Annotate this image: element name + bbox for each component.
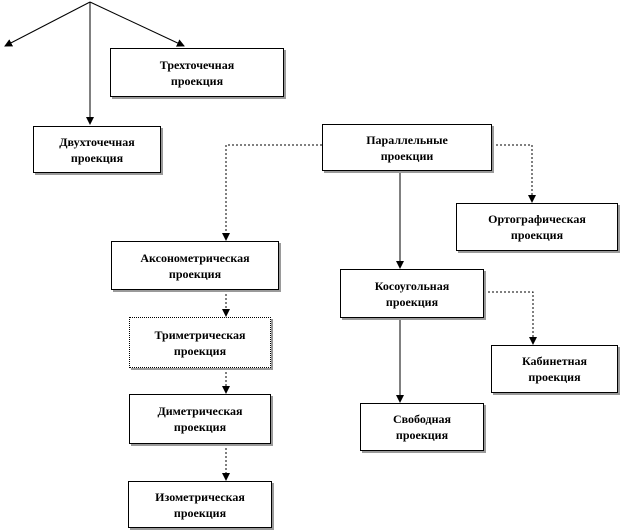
node-orthographic-subtitle: проекция	[510, 228, 564, 242]
node-cabinet-title: Кабинетная	[522, 354, 587, 368]
node-axonometric-projection: Аксонометрическая проекция	[111, 241, 279, 290]
node-three-point-title: Трехточечная	[159, 57, 235, 72]
node-two-point-projection: Двухточечная проекция	[33, 126, 161, 173]
node-parallel-subtitle: проекции	[380, 148, 434, 163]
node-orthographic-projection: Ортографическая проекция	[456, 203, 618, 251]
node-dimetric-title: Диметрическая	[157, 404, 243, 418]
arrow-to-three-point	[89, 1, 185, 47]
node-dimetric-projection: Диметрическая проекция	[129, 394, 271, 444]
node-axonometric-title: Аксонометрическая	[140, 250, 250, 265]
node-free-title: Свободная	[392, 412, 452, 426]
top-branch-arrows	[4, 1, 185, 125]
node-isometric-projection: Изометрическая проекция	[128, 481, 272, 528]
node-oblique-subtitle: проекция	[385, 294, 439, 309]
node-axonometric-subtitle: проекция	[168, 266, 222, 281]
node-oblique-projection: Косоугольная проекция	[340, 269, 484, 318]
node-trimetric-subtitle: проекция	[173, 343, 227, 358]
arrow-to-left-edge	[4, 1, 91, 47]
node-two-point-title: Двухточечная	[59, 134, 135, 149]
edge-oblique-cabinet	[484, 291, 537, 345]
node-orthographic-title: Ортографическая	[488, 212, 586, 226]
node-oblique-title: Косоугольная	[374, 278, 450, 293]
node-cabinet-subtitle: проекция	[528, 370, 581, 384]
node-isometric-title: Изометрическая	[155, 489, 245, 504]
node-free-projection: Свободная проекция	[360, 403, 484, 451]
node-isometric-subtitle: проекция	[173, 505, 227, 520]
node-trimetric-projection: Триметрическая проекция	[129, 317, 271, 368]
edge-parallel-axonometric	[222, 144, 322, 241]
node-trimetric-title: Триметрическая	[154, 327, 246, 342]
node-cabinet-projection: Кабинетная проекция	[491, 345, 618, 393]
node-dimetric-subtitle: проекция	[173, 420, 227, 434]
edge-parallel-orthographic	[492, 144, 536, 203]
node-three-point-subtitle: проекция	[170, 73, 224, 88]
node-parallel-title: Параллельные	[366, 132, 448, 147]
node-three-point-projection: Трехточечная проекция	[110, 48, 284, 97]
node-free-subtitle: проекция	[395, 428, 449, 442]
node-parallel-projections: Параллельные проекции	[322, 124, 492, 171]
node-two-point-subtitle: проекция	[70, 150, 124, 165]
